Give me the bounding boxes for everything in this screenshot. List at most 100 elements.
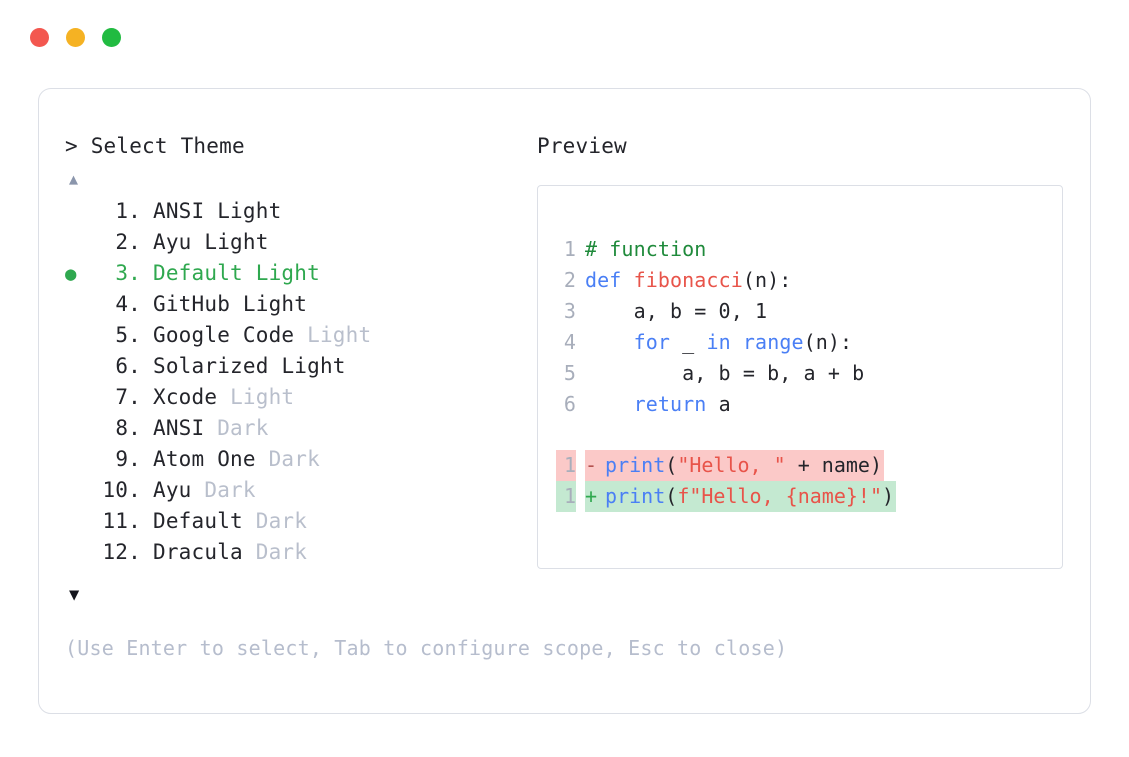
theme-item-index: 8. xyxy=(115,416,141,440)
code-token: "Hello, " xyxy=(677,453,786,477)
theme-list-item[interactable]: 1.ANSI Light xyxy=(65,196,535,227)
code-line: 4 for _ in range(n): xyxy=(556,327,1062,358)
code-line-number: 6 xyxy=(563,392,576,416)
code-line-content: # function xyxy=(585,234,706,265)
theme-list-item[interactable]: 4. GitHub Light xyxy=(65,289,535,320)
theme-item-name: Xcode xyxy=(153,385,231,409)
code-line-content: for _ in range(n): xyxy=(585,327,853,358)
theme-item-variant: Light xyxy=(307,323,372,347)
minimize-button[interactable] xyxy=(66,28,85,47)
theme-item-name: ANSI xyxy=(153,416,218,440)
code-token: (n): xyxy=(742,268,792,292)
theme-list-item[interactable]: 7.Xcode Light xyxy=(65,382,535,413)
code-line-content: a, b = 0, 1 xyxy=(585,296,767,327)
diff-line-plus: 1+print(f"Hello, {name}!") xyxy=(556,481,1062,512)
diff-marker-icon: - xyxy=(585,453,598,477)
code-token xyxy=(731,330,743,354)
code-line: 6 return a xyxy=(556,389,1062,420)
code-line-number: 4 xyxy=(563,330,576,354)
maximize-button[interactable] xyxy=(102,28,121,47)
theme-list-panel: > Select Theme ▲ 1. ANSI Light 2. Ayu Light… xyxy=(65,133,535,606)
window-titlebar xyxy=(30,28,121,47)
code-token: ) xyxy=(882,484,895,508)
theme-list-item[interactable]: ●3.Default Light xyxy=(65,258,535,289)
code-line-content: a, b = b, a + b xyxy=(585,358,864,389)
theme-item-name: Atom One xyxy=(153,447,269,471)
code-line-content: def fibonacci(n): xyxy=(585,265,791,296)
theme-list-item[interactable]: 10. Ayu Dark xyxy=(65,475,535,506)
page-title: Select Theme xyxy=(90,134,245,158)
theme-item-variant: Light xyxy=(204,230,269,254)
theme-item-index: 3. xyxy=(115,261,141,285)
code-token: ( xyxy=(665,484,678,508)
theme-item-name: ANSI xyxy=(153,199,218,223)
diff-line-content: -print("Hello, " + name) xyxy=(585,450,885,481)
code-line-number: 3 xyxy=(563,299,576,323)
theme-selector-card: > Select Theme ▲ 1. ANSI Light 2. Ayu Light… xyxy=(38,88,1091,714)
theme-item-name: Ayu xyxy=(153,230,205,254)
code-token: fibonacci xyxy=(633,268,743,292)
code-token: def xyxy=(585,268,634,292)
theme-item-index: 9. xyxy=(115,447,141,471)
code-token: ( xyxy=(665,453,678,477)
scroll-down-icon[interactable]: ▼ xyxy=(69,585,80,605)
theme-item-index: 11. xyxy=(102,509,141,533)
theme-item-index: 4. xyxy=(115,292,141,316)
theme-item-variant: Light xyxy=(255,261,320,285)
prompt-caret-icon: > xyxy=(65,134,78,158)
theme-list-item[interactable]: 8. ANSI Dark xyxy=(65,413,535,444)
code-token: + name) xyxy=(785,453,883,477)
theme-list-item[interactable]: 6.Solarized Light xyxy=(65,351,535,382)
theme-item-variant: Dark xyxy=(255,509,308,533)
code-line: 1 # function xyxy=(556,234,1062,265)
preview-label: Preview xyxy=(537,134,627,158)
code-line-number: 2 xyxy=(563,268,576,292)
code-token: range xyxy=(742,330,804,354)
theme-item-variant: Dark xyxy=(204,478,256,502)
scroll-up-icon[interactable]: ▲ xyxy=(69,170,79,188)
theme-item-index: 1. xyxy=(115,199,141,223)
diff-line-content: + print(f"Hello, {name}!") xyxy=(585,481,897,512)
code-token: print xyxy=(605,484,666,508)
theme-item-index: 12. xyxy=(102,540,141,564)
code-token: for xyxy=(633,330,671,354)
theme-item-name: Ayu xyxy=(153,478,205,502)
code-token: (n): xyxy=(803,330,853,354)
theme-list-item[interactable]: 12.Dracula Dark xyxy=(65,537,535,568)
theme-item-name: Google Code xyxy=(153,323,308,347)
theme-item-index: 5. xyxy=(115,323,141,347)
theme-item-name: GitHub xyxy=(153,292,243,316)
theme-list-item[interactable]: 2. Ayu Light xyxy=(65,227,535,258)
theme-item-variant: Dark xyxy=(268,447,320,471)
code-line-content: return a xyxy=(585,389,731,420)
code-line-number: 1 xyxy=(563,237,576,261)
theme-item-variant: Light xyxy=(230,385,295,409)
theme-item-variant: Dark xyxy=(217,416,269,440)
code-line-number: 5 xyxy=(563,361,576,385)
prompt-header: > Select Theme xyxy=(65,133,535,159)
theme-list-item[interactable]: 9. Atom One Dark xyxy=(65,444,535,475)
theme-item-index: 6. xyxy=(115,354,141,378)
code-token: print xyxy=(605,453,666,477)
code-token: _ xyxy=(670,330,707,354)
selected-bullet-icon: ● xyxy=(65,263,77,285)
code-token: a, b = 0, 1 xyxy=(585,299,768,323)
code-token xyxy=(585,392,634,416)
theme-list-item[interactable]: 11.Default Dark xyxy=(65,506,535,537)
theme-item-index: 2. xyxy=(115,230,141,254)
code-token: f"Hello, {name}!" xyxy=(677,484,883,508)
theme-item-index: 10. xyxy=(102,478,141,502)
code-line: 2 def fibonacci(n): xyxy=(556,265,1062,296)
diff-line-number: 1 xyxy=(556,450,576,481)
code-line: 3 a, b = 0, 1 xyxy=(556,296,1062,327)
diff-line-minus: 1-print("Hello, " + name) xyxy=(556,450,1062,481)
code-token: # function xyxy=(585,237,707,261)
close-button[interactable] xyxy=(30,28,49,47)
theme-item-variant: Light xyxy=(242,292,308,316)
theme-list-item[interactable]: 5. Google Code Light xyxy=(65,320,535,351)
diff-marker-icon: + xyxy=(585,484,598,508)
